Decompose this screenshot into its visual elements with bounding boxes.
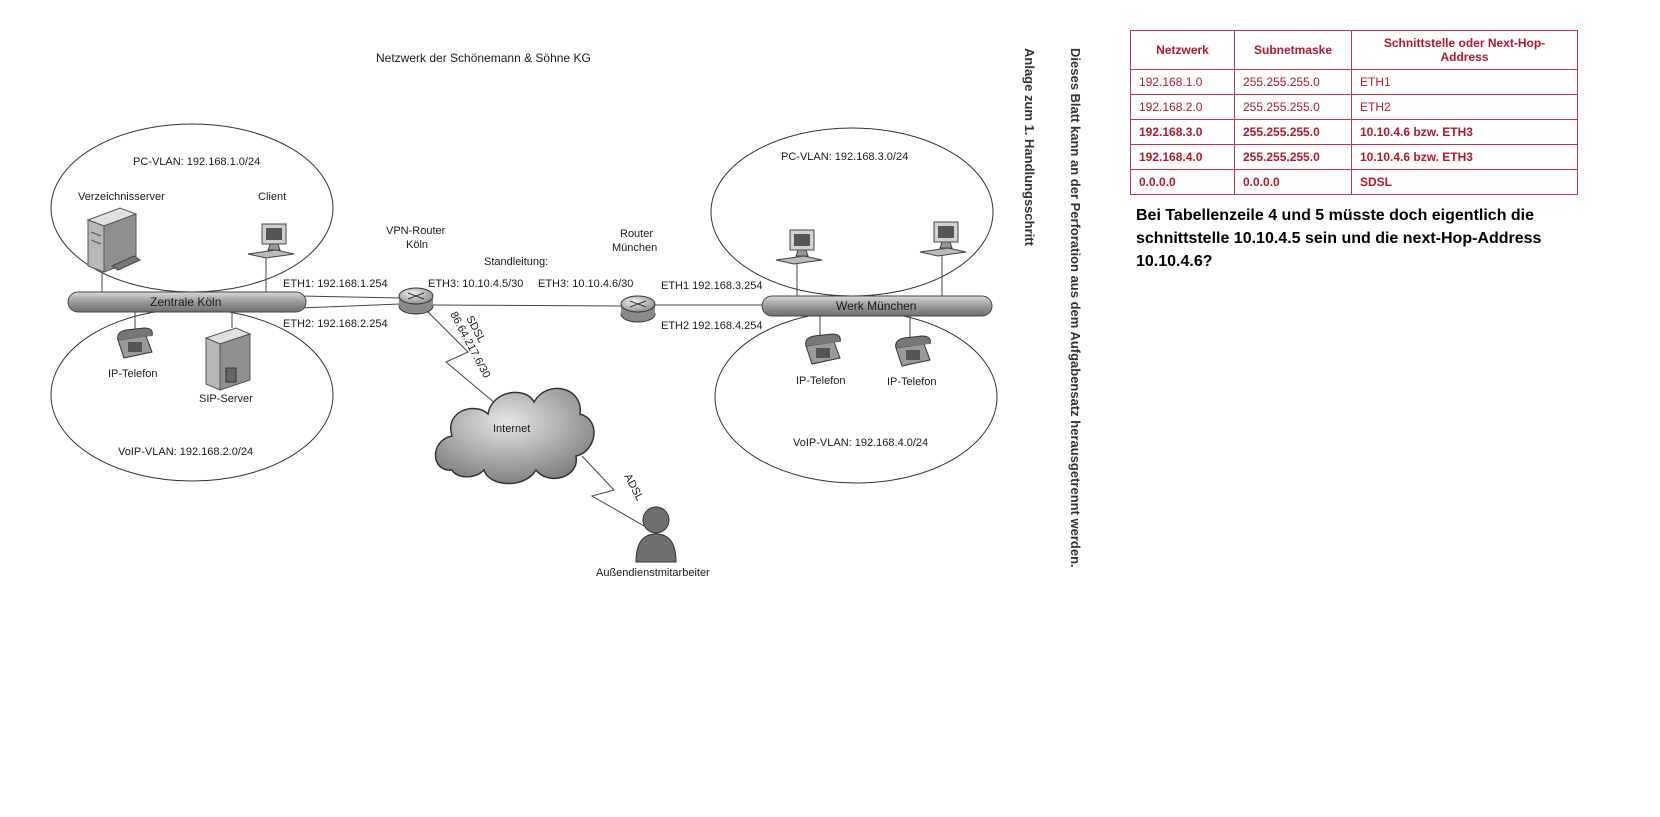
- koeln-bus-label: Zentrale Köln: [150, 295, 221, 309]
- network-diagram: Netzwerk der Schönemann & Söhne KG PC-VL…: [50, 51, 998, 579]
- phone-icon: [895, 335, 931, 367]
- column-header-subnet: Subnetmaske: [1234, 30, 1352, 70]
- table-cell: 255.255.255.0: [1234, 119, 1352, 145]
- sip-server-icon: [204, 327, 252, 391]
- muenchen-bus-label: Werk München: [836, 299, 916, 313]
- koeln-bus: Zentrale Köln: [67, 291, 307, 313]
- table-cell: 255.255.255.0: [1234, 69, 1352, 95]
- eth1-koeln-label: ETH1: 192.168.1.254: [283, 278, 388, 290]
- standleitung-label: Standleitung:: [484, 256, 548, 268]
- phone-icon: [805, 333, 841, 365]
- computer-icon: [919, 221, 967, 257]
- internet-cloud-icon: [434, 387, 595, 485]
- vpn-router-label-line2: Köln: [406, 239, 428, 251]
- table-cell: 192.168.1.0: [1130, 69, 1235, 95]
- table-cell: 0.0.0.0: [1130, 169, 1235, 195]
- sip-server-label: SIP-Server: [199, 393, 253, 405]
- koeln-pc-vlan-label: PC-VLAN: 192.168.1.0/24: [133, 156, 260, 168]
- muenchen-phone1-label: IP-Telefon: [796, 375, 846, 387]
- table-cell: 192.168.4.0: [1130, 144, 1235, 170]
- muenchen-bus: Werk München: [761, 295, 993, 317]
- server-label: Verzeichnisserver: [78, 191, 165, 203]
- eth3-muenchen-label: ETH3: 10.10.4.6/30: [538, 278, 633, 290]
- sdsl-link: [427, 311, 497, 405]
- table-row: 0.0.0.0 0.0.0.0 SDSL: [1130, 169, 1578, 195]
- muenchen-phone2-label: IP-Telefon: [887, 376, 937, 388]
- adsl-link: [581, 455, 645, 527]
- table-cell: 0.0.0.0: [1234, 169, 1352, 195]
- eth2-koeln-label: ETH2: 192.168.2.254: [283, 318, 388, 330]
- routing-table-header-row: Netzwerk Subnetmaske Schnittstelle oder …: [1130, 30, 1578, 70]
- muenchen-pc-vlan-label: PC-VLAN: 192.168.3.0/24: [781, 151, 908, 163]
- phone-icon: [117, 327, 153, 359]
- table-row: 192.168.2.0 255.255.255.0 ETH2: [1130, 94, 1578, 120]
- muenchen-router-icon: [620, 295, 656, 323]
- eth1-muenchen-label: ETH1 192.168.3.254: [661, 280, 763, 292]
- muenchen-voip-vlan-zone: [714, 310, 998, 484]
- table-cell: 10.10.4.6 bzw. ETH3: [1351, 144, 1578, 170]
- table-cell: 192.168.2.0: [1130, 94, 1235, 120]
- client-label: Client: [258, 191, 286, 203]
- adsl-label: ADSL: [621, 472, 645, 503]
- vpn-router-icon: [398, 287, 434, 315]
- table-cell: 192.168.3.0: [1130, 119, 1235, 145]
- koeln-router-link-lower: [299, 303, 401, 309]
- table-cell: ETH2: [1351, 94, 1578, 120]
- perforation-vertical-text: Dieses Blatt kann an der Perforation aus…: [1068, 48, 1083, 568]
- user-icon: [635, 506, 677, 563]
- column-header-interface: Schnittstelle oder Next-Hop-Address: [1351, 30, 1578, 70]
- table-cell: SDSL: [1351, 169, 1578, 195]
- column-header-network: Netzwerk: [1130, 30, 1235, 70]
- table-row: 192.168.1.0 255.255.255.0 ETH1: [1130, 69, 1578, 95]
- table-row: 192.168.4.0 255.255.255.0 10.10.4.6 bzw.…: [1130, 144, 1578, 170]
- question-note: Bei Tabellenzeile 4 und 5 müsste doch ei…: [1136, 207, 1542, 270]
- table-cell: 10.10.4.6 bzw. ETH3: [1351, 119, 1578, 145]
- eth2-muenchen-label: ETH2 192.168.4.254: [661, 320, 763, 332]
- computer-icon: [775, 229, 823, 265]
- computer-icon: [247, 223, 295, 259]
- muenchen-voip-vlan-label: VoIP-VLAN: 192.168.4.0/24: [793, 437, 928, 449]
- vpn-router-label-line1: VPN-Router: [386, 225, 446, 237]
- koeln-router-link: [299, 295, 401, 299]
- internet-label: Internet: [493, 423, 530, 435]
- leased-line: [427, 304, 623, 307]
- table-row: 192.168.3.0 255.255.255.0 10.10.4.6 bzw.…: [1130, 119, 1578, 145]
- muenchen-router-label-line2: München: [612, 242, 657, 254]
- table-cell: 255.255.255.0: [1234, 144, 1352, 170]
- eth3-koeln-label: ETH3: 10.10.4.5/30: [428, 278, 523, 290]
- table-cell: 255.255.255.0: [1234, 94, 1352, 120]
- koeln-voip-vlan-label: VoIP-VLAN: 192.168.2.0/24: [118, 446, 253, 458]
- anlage-vertical-text: Anlage zum 1. Handlungsschritt: [1022, 48, 1037, 246]
- routing-table: Netzwerk Subnetmaske Schnittstelle oder …: [1130, 30, 1578, 195]
- koeln-phone-label: IP-Telefon: [108, 368, 158, 380]
- diagram-title: Netzwerk der Schönemann & Söhne KG: [376, 51, 591, 65]
- server-icon: [86, 207, 142, 273]
- field-worker-label: Außendienstmitarbeiter: [596, 567, 710, 579]
- table-cell: ETH1: [1351, 69, 1578, 95]
- muenchen-router-label-line1: Router: [620, 228, 653, 240]
